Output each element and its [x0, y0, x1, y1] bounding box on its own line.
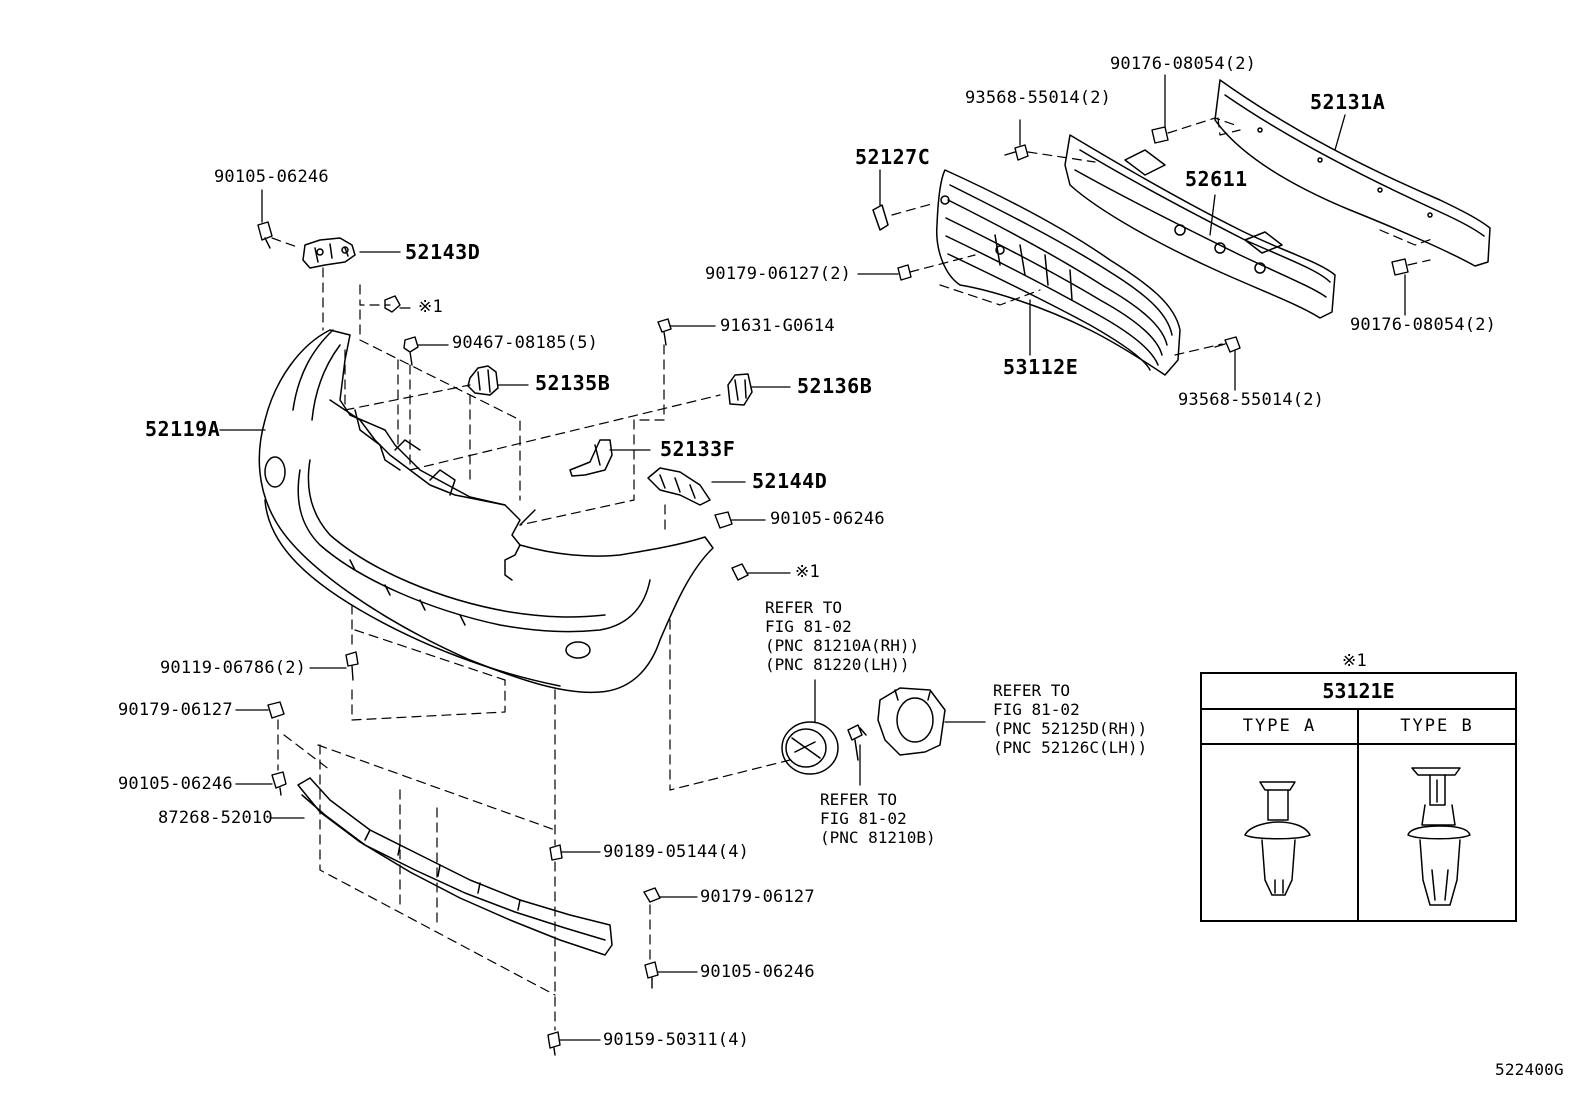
absorber-drawing [1064, 134, 1336, 319]
label-90159: 90159-50311(4) [603, 1030, 750, 1050]
label-90105-top: 90105-06246 [214, 167, 329, 187]
legend-divider [1357, 710, 1359, 922]
label-52127C: 52127C [855, 145, 931, 169]
bracket-52133F-drawing [569, 439, 613, 477]
label-93568-bottom: 93568-55014(2) [1178, 390, 1325, 410]
lower-spoiler-drawing [297, 777, 613, 956]
label-90189: 90189-05144(4) [603, 842, 750, 862]
clip-type-a-icon [1244, 781, 1311, 896]
label-90119: 90119-06786(2) [160, 658, 307, 678]
fog-socket-drawing [847, 724, 867, 761]
label-90179-left: 90179-06127 [118, 700, 233, 720]
bracket-52144D-drawing [647, 467, 711, 506]
ref-fog-cover: REFER TO FIG 81-02 (PNC 52125D(RH)) (PNC… [993, 681, 1148, 757]
label-90467: 90467-08185(5) [452, 333, 599, 353]
bracket-52143D-drawing [302, 237, 356, 269]
label-52119A: 52119A [145, 417, 221, 441]
label-90176-bottom: 90176-08054(2) [1350, 315, 1497, 335]
reinforcement-drawing [1214, 79, 1491, 267]
label-52611: 52611 [1185, 167, 1248, 191]
ref-fog-socket: REFER TO FIG 81-02 (PNC 81210B) [820, 790, 936, 847]
legend-part-number: 53121E [1202, 674, 1515, 710]
label-90105-mid: 90105-06246 [770, 509, 885, 529]
label-90105-right: 90105-06246 [700, 962, 815, 982]
leader-lines [219, 74, 1406, 1041]
legend-type-a: TYPE A [1202, 710, 1357, 745]
bracket-52135B-drawing [467, 365, 499, 396]
ref-fog-lamp: REFER TO FIG 81-02 (PNC 81210A(RH)) (PNC… [765, 598, 920, 674]
label-52143D: 52143D [405, 240, 481, 264]
label-52136B: 52136B [797, 374, 873, 398]
assembly-lines [271, 117, 1436, 1031]
note-clip-top: ※1 [418, 297, 443, 317]
label-52133F: 52133F [660, 437, 736, 461]
bumper-cover-drawing [258, 329, 714, 694]
fasteners-drawing [257, 126, 1409, 1056]
figure-code: 522400G [1495, 1060, 1564, 1079]
label-90179-right: 90179-06127 [700, 887, 815, 907]
grille-drawing [936, 169, 1181, 376]
label-90179-grille: 90179-06127(2) [705, 264, 852, 284]
label-87268: 87268-52010 [158, 808, 273, 828]
piece-52127C-drawing [872, 204, 889, 231]
legend-type-b: TYPE B [1359, 710, 1515, 745]
note-clip-lower: ※1 [795, 562, 820, 582]
label-52144D: 52144D [752, 469, 828, 493]
label-93568-top: 93568-55014(2) [965, 88, 1112, 108]
clip-legend-table: 53121E TYPE A TYPE B [1200, 672, 1517, 922]
clip-type-b-icon [1407, 767, 1471, 906]
fog-cover-drawing [877, 687, 946, 756]
label-90176-top: 90176-08054(2) [1110, 54, 1257, 74]
fog-lamp-drawing [781, 721, 839, 775]
label-53112E: 53112E [1003, 355, 1079, 379]
label-91631: 91631-G0614 [720, 316, 835, 336]
legend-note: ※1 [1342, 651, 1367, 671]
label-52131A: 52131A [1310, 90, 1386, 114]
label-52135B: 52135B [535, 371, 611, 395]
label-90105-left: 90105-06246 [118, 774, 233, 794]
bracket-52136B-drawing [727, 373, 753, 406]
